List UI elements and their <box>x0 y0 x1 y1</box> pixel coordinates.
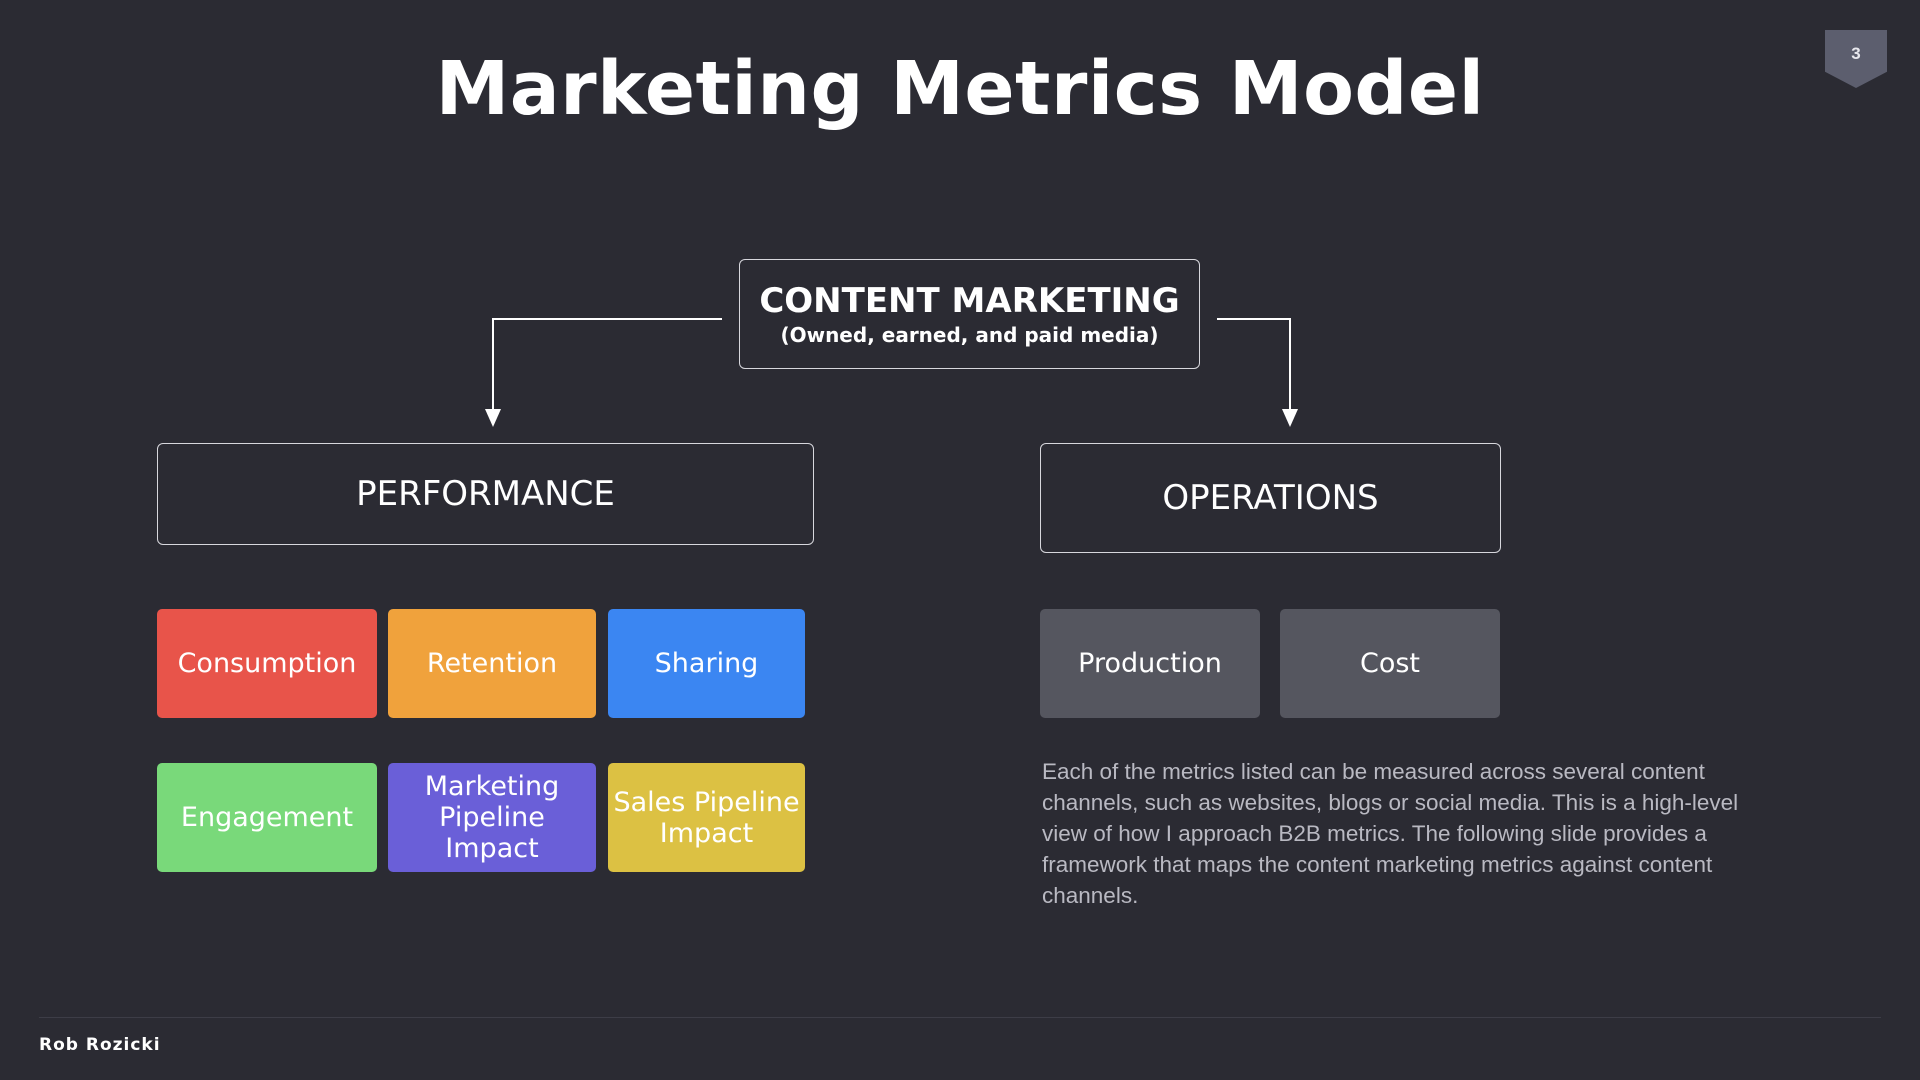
metric-tile-sharing: Sharing <box>608 609 805 718</box>
metric-tile-marketing-pipeline-impact: Marketing Pipeline Impact <box>388 763 596 872</box>
root-title: CONTENT MARKETING <box>759 280 1180 321</box>
metric-tile-sales-pipeline-impact: Sales Pipeline Impact <box>608 763 805 872</box>
description-text: Each of the metrics listed can be measur… <box>1042 759 1739 908</box>
metric-tile-retention: Retention <box>388 609 596 718</box>
metric-label: Consumption <box>177 648 357 679</box>
metric-tile-engagement: Engagement <box>157 763 377 872</box>
page-number: 3 <box>1851 44 1861 63</box>
metric-tile-production: Production <box>1040 609 1260 718</box>
metric-label: Sharing <box>654 648 759 679</box>
metric-label: Retention <box>426 648 558 679</box>
metric-label: Cost <box>1359 648 1421 679</box>
performance-label: PERFORMANCE <box>356 474 615 514</box>
slide-title: Marketing Metrics Model <box>435 46 1485 132</box>
metric-tile-consumption: Consumption <box>157 609 377 718</box>
footer-divider <box>39 1017 1881 1018</box>
operations-label: OPERATIONS <box>1162 478 1379 518</box>
root-subtitle: (Owned, earned, and paid media) <box>780 322 1159 347</box>
metric-label: Engagement <box>180 802 354 833</box>
metric-tile-cost: Cost <box>1280 609 1500 718</box>
metric-label: Production <box>1078 648 1222 679</box>
content-marketing-node: CONTENT MARKETING (Owned, earned, and pa… <box>739 259 1200 369</box>
performance-node: PERFORMANCE <box>157 443 814 545</box>
metric-label: Marketing Pipeline Impact <box>424 771 560 864</box>
connector-left <box>485 318 722 427</box>
author-name: Rob Rozicki <box>39 1035 161 1055</box>
metric-label: Sales Pipeline Impact <box>613 786 800 849</box>
operations-node: OPERATIONS <box>1040 443 1501 553</box>
connector-right <box>1217 318 1298 427</box>
